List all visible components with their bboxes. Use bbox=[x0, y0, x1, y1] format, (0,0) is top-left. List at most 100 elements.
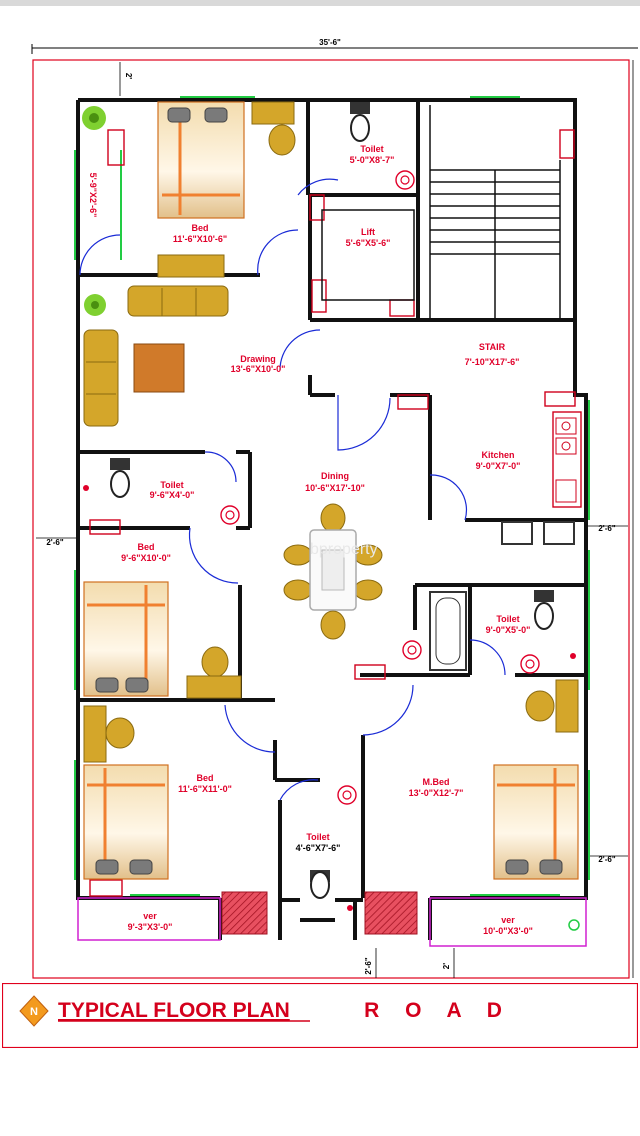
marker-dot bbox=[347, 905, 353, 911]
room-name: ver bbox=[143, 911, 157, 921]
drawing-console bbox=[157, 254, 225, 278]
toilet-fixture-icon bbox=[310, 870, 330, 899]
room-size: 9'-0"X7'-0" bbox=[476, 461, 521, 471]
room-size: 10'-6"X17'-10" bbox=[305, 483, 365, 493]
left-setback-label: 2'-6" bbox=[46, 538, 63, 547]
basin-icon bbox=[395, 170, 415, 190]
room-size: 13'-0"X12'-7" bbox=[409, 788, 464, 798]
stair-steps bbox=[429, 105, 561, 320]
plant-icon bbox=[82, 106, 106, 130]
chair-2 bbox=[201, 646, 229, 678]
kitchen-stool-1 bbox=[501, 521, 533, 545]
bed-2-furniture bbox=[83, 581, 169, 697]
desk-2 bbox=[186, 675, 242, 699]
room-toilet1: Toilet 5'-0"X8'-7" bbox=[350, 144, 395, 165]
room-lift: Lift 5'-6"X5'-6" bbox=[346, 227, 391, 248]
room-name: Toilet bbox=[160, 480, 183, 490]
room-mbed: M.Bed 13'-0"X12'-7" bbox=[409, 777, 464, 798]
door-swings bbox=[79, 178, 506, 801]
basin-icon bbox=[220, 505, 240, 525]
side-table-m bbox=[555, 679, 579, 733]
room-name: Bed bbox=[137, 542, 154, 552]
bathtub-icon bbox=[429, 591, 467, 671]
toilet-fixture-icon bbox=[110, 458, 130, 498]
room-size: 7'-10"X17'-6" bbox=[465, 357, 520, 367]
coffee-table bbox=[133, 343, 185, 393]
marker-dot bbox=[570, 653, 576, 659]
north-logo-letter: N bbox=[30, 1006, 38, 1018]
room-name: Lift bbox=[361, 227, 375, 237]
room-size: 9'-0"X5'-0" bbox=[486, 625, 531, 635]
top-setback-label: 2' bbox=[124, 73, 133, 79]
veranda-left-outline bbox=[77, 897, 221, 941]
bottom-setback-right-label: 2' bbox=[442, 963, 451, 969]
top-strip bbox=[0, 0, 640, 6]
chair-m bbox=[525, 690, 555, 722]
room-size: 5'-6"X5'-6" bbox=[346, 238, 391, 248]
room-size: 9'-6"X10'-0" bbox=[121, 553, 171, 563]
master-bed-furniture bbox=[493, 764, 579, 880]
bottom-setback-left-label: 2'-6" bbox=[364, 957, 373, 974]
room-ver1: ver 9'-3"X3'-0" bbox=[128, 911, 173, 932]
side-table-1 bbox=[251, 101, 295, 125]
toilet-fixture-icon bbox=[350, 102, 370, 142]
plan-title: TYPICAL FLOOR PLAN bbox=[58, 999, 290, 1022]
room-name: Bed bbox=[196, 773, 213, 783]
hatched-column-left bbox=[221, 891, 268, 935]
side-table-3 bbox=[83, 705, 107, 763]
basin-icon bbox=[520, 654, 540, 674]
room-dining: Dining 10'-6"X17'-10" bbox=[305, 471, 365, 493]
kitchen-counter bbox=[552, 411, 582, 508]
room-stair: STAIR 7'-10"X17'-6" bbox=[465, 342, 520, 367]
room-toilet2: Toilet 9'-6"X4'-0" bbox=[150, 480, 195, 500]
room-name: Bed bbox=[191, 223, 208, 233]
room-name: Kitchen bbox=[481, 450, 514, 460]
sofa-top bbox=[127, 285, 229, 317]
veranda-right-outline bbox=[429, 897, 587, 947]
kitchen-stool-2 bbox=[543, 521, 575, 545]
overall-dimension: 35'-6" bbox=[31, 38, 638, 54]
plot-boundary bbox=[32, 59, 630, 979]
marker-dot bbox=[83, 485, 89, 491]
room-size: 13'-6"X10'-0" bbox=[231, 364, 286, 374]
sofa-left bbox=[83, 329, 119, 427]
room-toilet3: Toilet 9'-0"X5'-0" bbox=[486, 614, 531, 635]
room-size: 10'-0"X3'-0" bbox=[483, 926, 533, 936]
room-size: 9'-3"X3'-0" bbox=[128, 922, 173, 932]
watermark-text: bproperty bbox=[310, 541, 378, 558]
columns bbox=[89, 129, 576, 897]
marker-circle bbox=[568, 919, 580, 931]
overall-width-label: 35'-6" bbox=[319, 38, 341, 47]
room-toilet4: Toilet 4'-6"X7'-6" bbox=[296, 832, 341, 853]
room-name: STAIR bbox=[479, 342, 506, 352]
windows bbox=[74, 96, 590, 896]
north-logo-icon: N bbox=[19, 995, 49, 1027]
room-name: Toilet bbox=[496, 614, 519, 624]
room-name: Toilet bbox=[360, 144, 383, 154]
lift-shaft bbox=[321, 209, 415, 301]
right-setback-low-label: 2'-6" bbox=[598, 855, 615, 864]
room-size: 11'-6"X10'-6" bbox=[173, 234, 227, 244]
room-bed1: Bed 11'-6"X10'-6" bbox=[173, 223, 227, 244]
plant-icon bbox=[84, 294, 106, 316]
chair-1 bbox=[268, 124, 296, 156]
left-wall-dim-label: 5'-9"X2'-6" bbox=[88, 173, 98, 218]
bed-3-furniture bbox=[83, 764, 169, 880]
right-setback-mid-label: 2'-6" bbox=[598, 524, 615, 533]
basin-icon bbox=[402, 640, 422, 660]
room-size: 5'-0"X8'-7" bbox=[350, 155, 395, 165]
basin-icon bbox=[337, 785, 357, 805]
bed-1-furniture bbox=[157, 101, 245, 219]
room-name: Drawing bbox=[240, 354, 276, 364]
room-drawing: Drawing 13'-6"X10'-0" bbox=[231, 354, 286, 374]
room-name: Dining bbox=[321, 471, 349, 481]
dining-table bbox=[283, 503, 383, 640]
room-kitchen: Kitchen 9'-0"X7'-0" bbox=[476, 450, 521, 471]
room-size: 4'-6"X7'-6" bbox=[296, 843, 341, 853]
room-name: M.Bed bbox=[423, 777, 450, 787]
road-label: R O A D bbox=[364, 999, 512, 1022]
chair-3 bbox=[105, 717, 135, 749]
room-name: Toilet bbox=[306, 832, 329, 842]
room-bed2: Bed 9'-6"X10'-0" bbox=[121, 542, 171, 563]
